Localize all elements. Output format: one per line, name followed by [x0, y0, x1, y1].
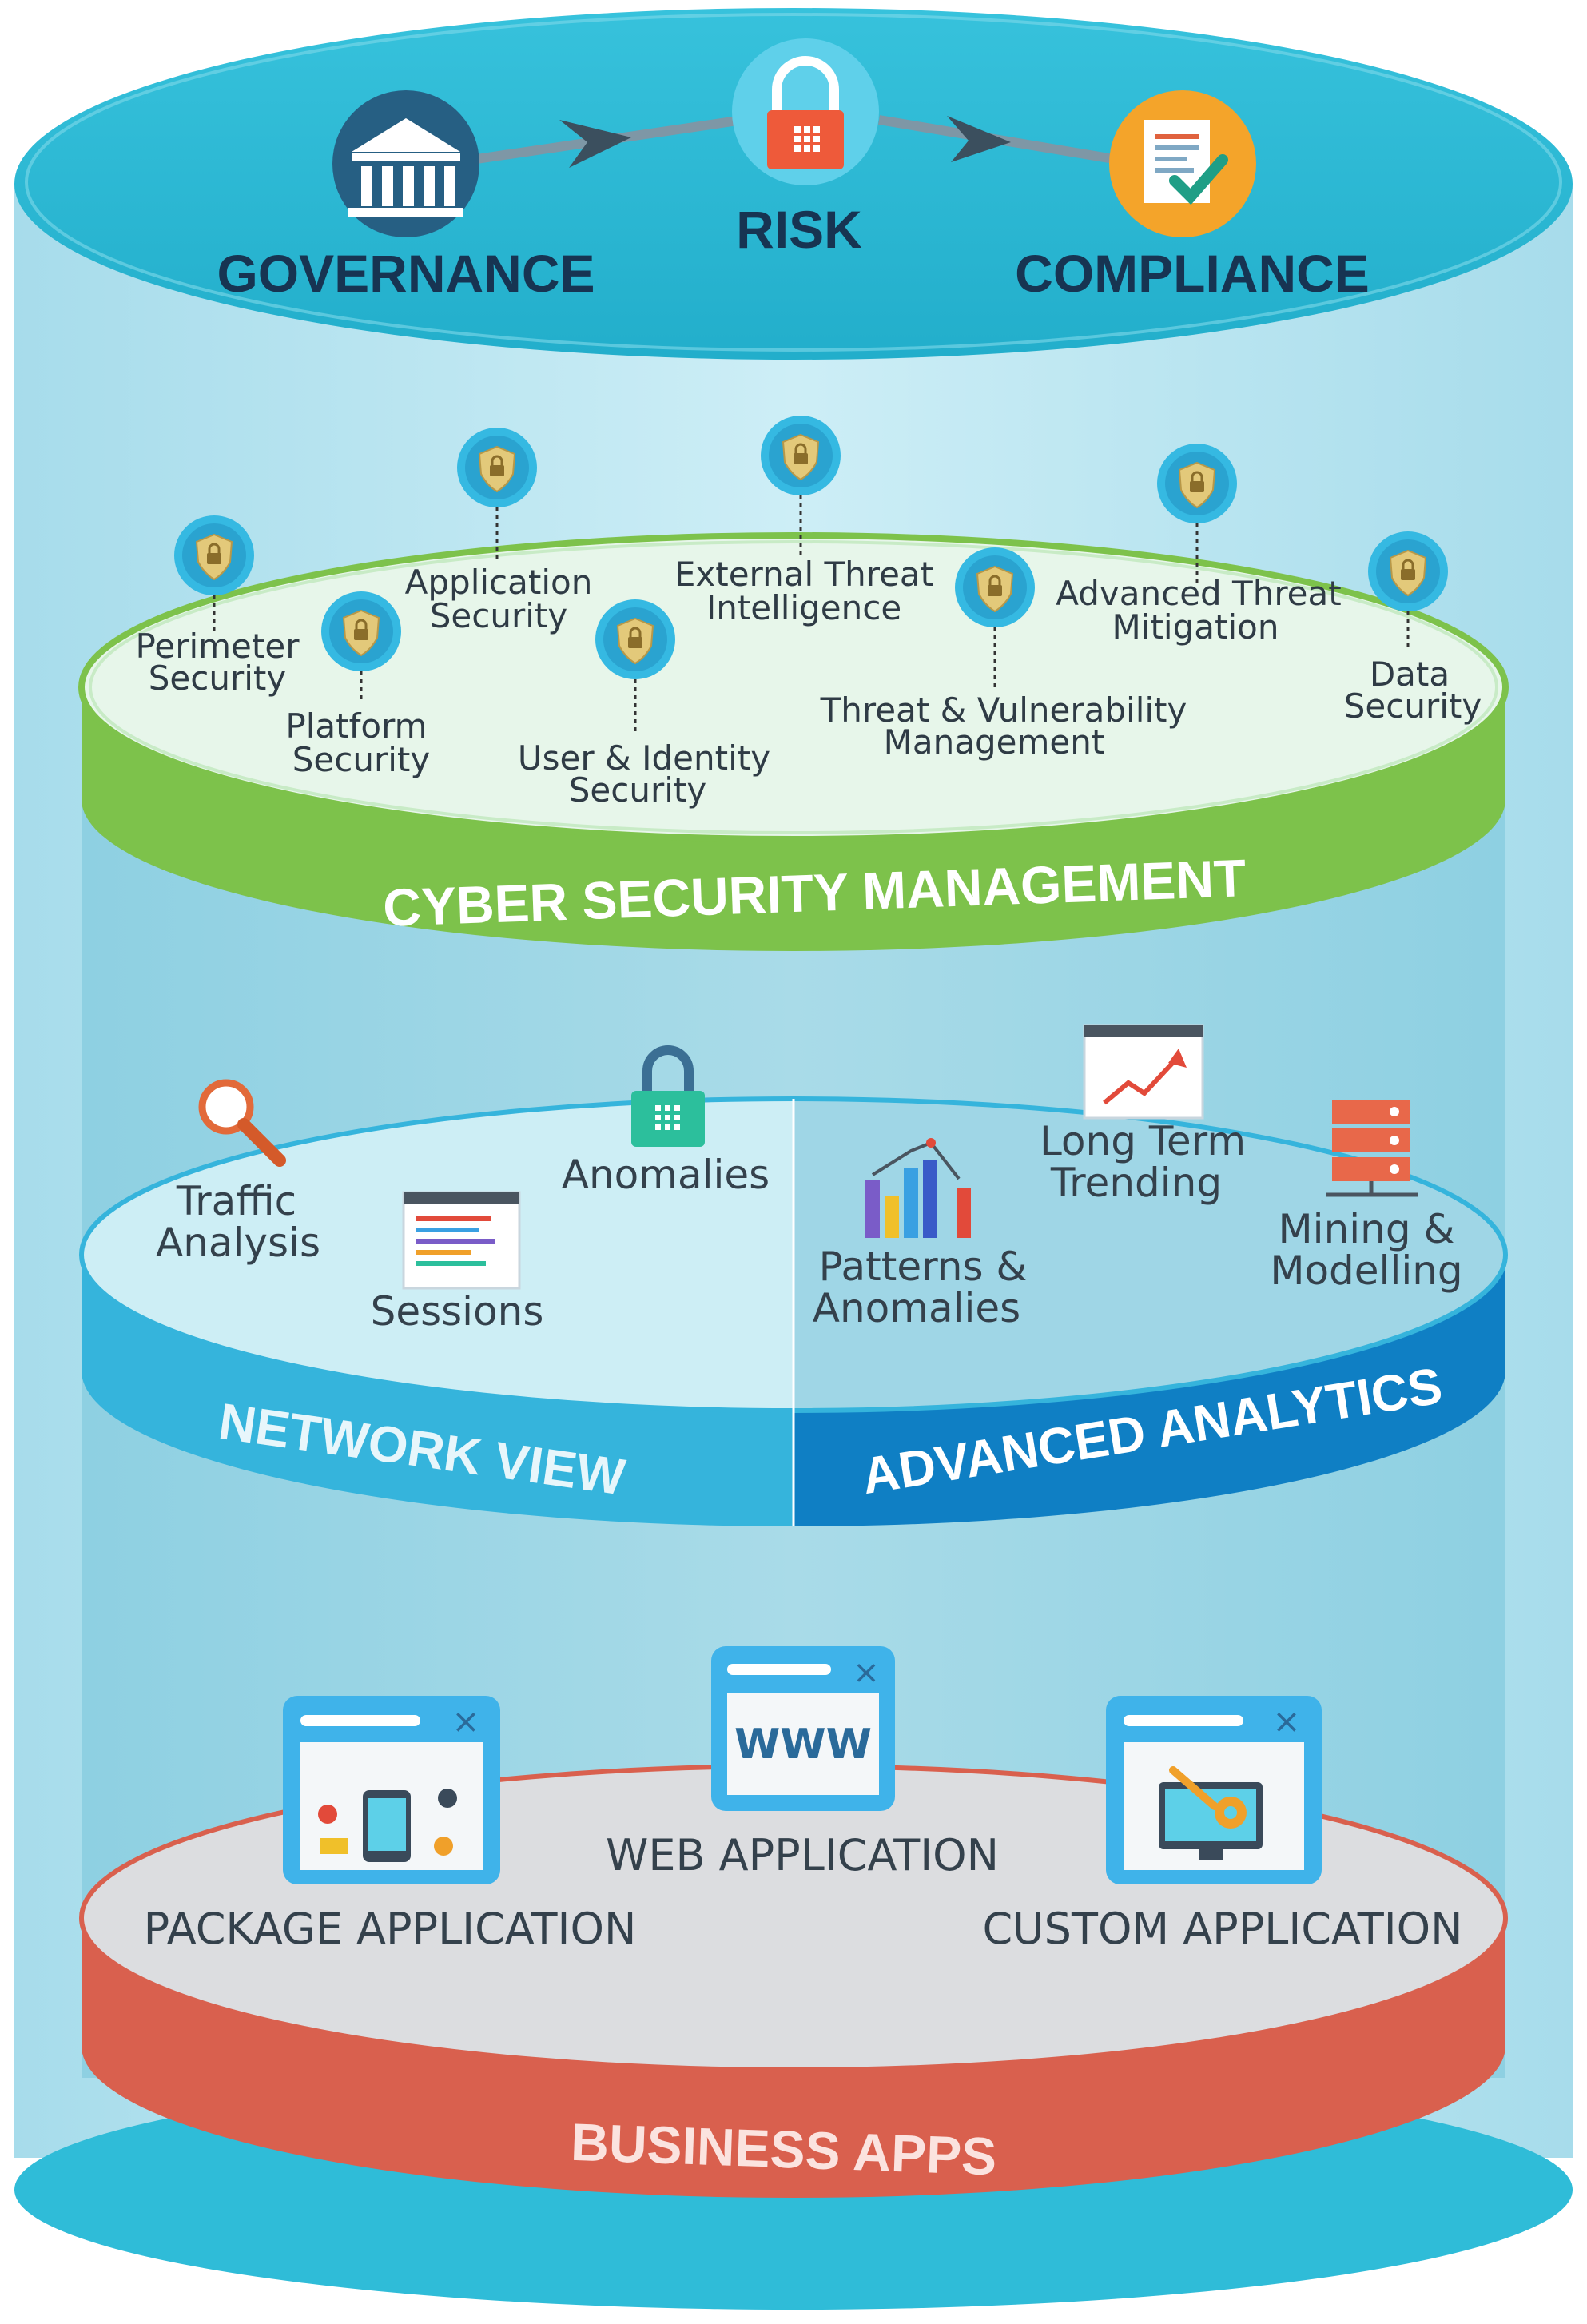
cyber-security-tier [78, 532, 1509, 951]
risk-label: RISK [736, 200, 862, 259]
sessions-window-icon [402, 1191, 521, 1290]
package-application-label: PACKAGE APPLICATION [144, 1904, 637, 1954]
governance-label: GOVERNANCE [217, 244, 595, 303]
lock-icon [732, 38, 879, 185]
trend-chart-icon [1083, 1024, 1204, 1120]
anomalies-lock-icon [631, 1045, 705, 1147]
perimeter-shield-icon [173, 514, 256, 597]
svg-text:×: × [1272, 1701, 1300, 1741]
compliance-document-icon [1109, 90, 1256, 237]
sessions-label: Sessions [371, 1288, 544, 1335]
mining-modelling-label: Mining &Modelling [1270, 1206, 1462, 1294]
user-identity-shield-icon [594, 598, 677, 681]
web-app-window-icon: × WWW [711, 1646, 895, 1811]
svg-text:×: × [853, 1654, 880, 1691]
www-text: WWW [734, 1721, 872, 1769]
pin-leaders [213, 495, 1410, 731]
external-threat-shield-icon [759, 414, 842, 497]
magnifier-icon [198, 1079, 286, 1167]
governance-icon [332, 90, 479, 237]
advanced-threat-shield-icon [1155, 442, 1239, 525]
custom-application-label: CUSTOM APPLICATION [982, 1904, 1462, 1954]
anomalies-label: Anomalies [562, 1152, 770, 1198]
web-application-label: WEB APPLICATION [606, 1830, 999, 1880]
server-rack-icon [1326, 1100, 1418, 1197]
flow-arrow-2 [878, 115, 1120, 165]
compliance-label: COMPLIANCE [1015, 244, 1370, 303]
platform-shield-icon [320, 590, 403, 673]
bar-chart-icon [865, 1138, 971, 1238]
custom-app-window-icon: × [1106, 1696, 1322, 1884]
svg-text:×: × [451, 1701, 479, 1741]
threat-vulnerability-shield-icon [953, 546, 1036, 629]
data-security-shield-icon [1366, 530, 1450, 613]
application-shield-icon [455, 426, 539, 509]
patterns-anomalies-label: Patterns &Anomalies [813, 1244, 1028, 1331]
network-analytics-tier [79, 1096, 1508, 1526]
package-app-window-icon: × [283, 1696, 500, 1884]
flow-arrow-1 [471, 115, 744, 168]
